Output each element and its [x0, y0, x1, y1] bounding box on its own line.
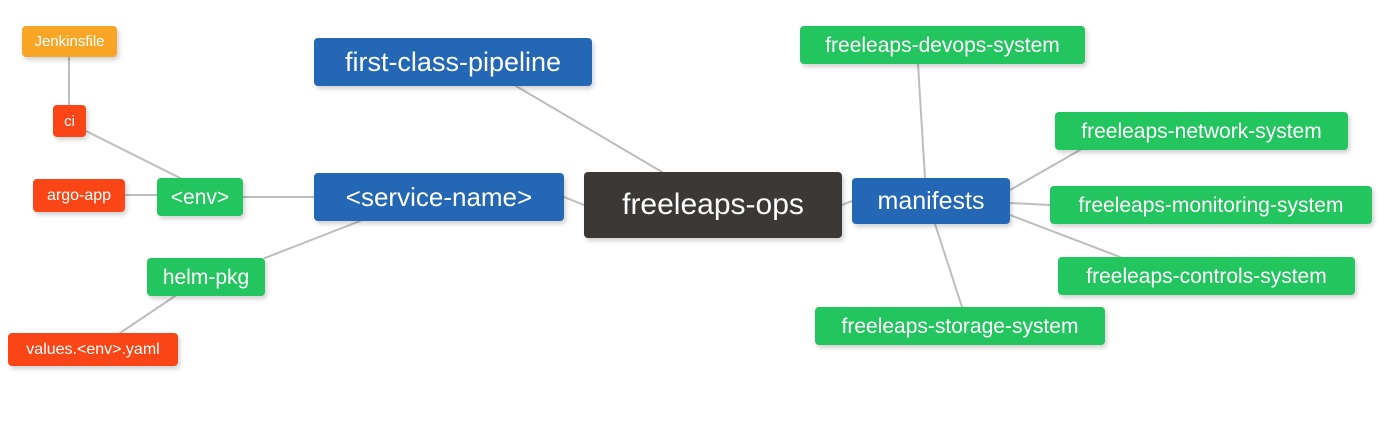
node-devops-system[interactable]: freeleaps-devops-system [800, 26, 1085, 64]
node-controls-system[interactable]: freeleaps-controls-system [1058, 257, 1355, 295]
edge-manifests-to-network-system [1009, 149, 1081, 191]
node-storage-system[interactable]: freeleaps-storage-system [815, 307, 1105, 345]
node-service-name[interactable]: <service-name> [314, 173, 564, 221]
node-label-manifests: manifests [877, 186, 985, 215]
node-label-helm-pkg: helm-pkg [162, 265, 250, 289]
node-label-monitoring-system: freeleaps-monitoring-system [1078, 193, 1344, 217]
edge-manifests-to-monitoring-system [1009, 202, 1051, 206]
node-env[interactable]: <env> [157, 178, 243, 216]
node-label-first-class-pipeline: first-class-pipeline [344, 46, 562, 77]
node-label-argo-app: argo-app [46, 186, 112, 204]
node-label-network-system: freeleaps-network-system [1081, 119, 1322, 143]
node-helm-pkg[interactable]: helm-pkg [147, 258, 265, 296]
node-label-service-name: <service-name> [345, 182, 533, 212]
node-label-env: <env> [170, 185, 230, 209]
node-argo-app[interactable]: argo-app [33, 179, 125, 212]
edge-root-to-service-name [563, 196, 585, 206]
edge-root-to-manifests [841, 200, 853, 206]
node-jenkinsfile[interactable]: Jenkinsfile [22, 26, 117, 57]
edge-manifests-to-devops-system [917, 63, 926, 179]
node-label-storage-system: freeleaps-storage-system [841, 314, 1079, 338]
node-label-values-yaml: values.<env>.yaml [26, 340, 160, 358]
edge-service-name-to-helm-pkg [264, 220, 361, 259]
node-first-class-pipeline[interactable]: first-class-pipeline [314, 38, 592, 86]
node-label-controls-system: freeleaps-controls-system [1086, 264, 1327, 288]
node-label-devops-system: freeleaps-devops-system [825, 33, 1060, 57]
edge-env-to-ci [85, 130, 181, 179]
node-label-root: freeleaps-ops [622, 188, 804, 221]
node-monitoring-system[interactable]: freeleaps-monitoring-system [1050, 186, 1372, 224]
node-manifests[interactable]: manifests [852, 178, 1010, 224]
node-label-jenkinsfile: Jenkinsfile [34, 33, 105, 50]
edge-manifests-to-storage-system [934, 223, 963, 308]
node-ci[interactable]: ci [53, 105, 86, 137]
node-label-ci: ci [64, 112, 75, 130]
edge-root-to-first-class-pipeline [515, 85, 663, 173]
node-values-yaml[interactable]: values.<env>.yaml [8, 333, 178, 366]
edge-helm-pkg-to-values-yaml [119, 295, 176, 334]
node-network-system[interactable]: freeleaps-network-system [1055, 112, 1348, 150]
node-root[interactable]: freeleaps-ops [584, 172, 842, 238]
